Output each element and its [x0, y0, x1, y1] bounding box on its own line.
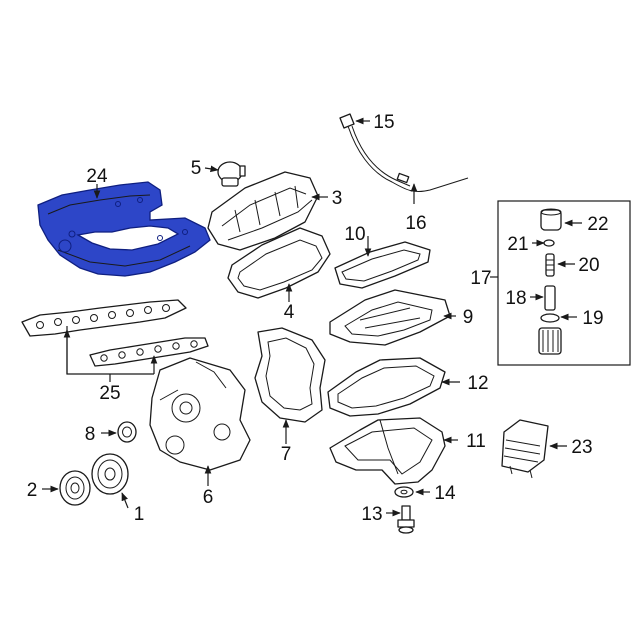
part-7-gasket[interactable] [254, 327, 326, 423]
callout-19: 19 [582, 308, 603, 329]
callout-5: 5 [191, 158, 202, 179]
callout-17: 17 [470, 268, 491, 289]
callout-16: 16 [405, 213, 426, 234]
part-17-kit-box [497, 200, 631, 366]
callout-14: 14 [434, 483, 456, 504]
part-19-seal[interactable] [540, 313, 560, 323]
part-17-filter[interactable] [538, 327, 562, 355]
callout-22: 22 [587, 214, 608, 235]
callout-25: 25 [99, 383, 120, 404]
callout-18: 18 [505, 288, 526, 309]
callout-13: 13 [361, 504, 382, 525]
part-4-gasket[interactable] [227, 227, 331, 299]
part-10-gasket[interactable] [334, 241, 431, 289]
part-15-dipstick[interactable] [339, 113, 355, 129]
callout-1: 1 [134, 504, 145, 525]
callout-2: 2 [27, 480, 38, 501]
part-23-oil-cooler[interactable] [501, 419, 549, 479]
callout-4: 4 [284, 302, 295, 323]
part-25-gaskets[interactable] [21, 299, 209, 367]
callout-8: 8 [85, 424, 96, 445]
leader-lines [42, 117, 582, 517]
part-8-seal[interactable] [117, 421, 137, 443]
callout-7: 7 [281, 444, 292, 465]
part-11-oil-pan[interactable] [329, 417, 446, 485]
part-22-filter-cap[interactable] [540, 208, 562, 231]
part-24-bedplate[interactable] [37, 181, 211, 277]
part-20-stem[interactable] [545, 253, 555, 277]
part-6-timing-cover[interactable] [149, 357, 251, 471]
callout-3: 3 [332, 188, 343, 209]
part-2-damper[interactable] [59, 470, 91, 506]
callout-24: 24 [86, 166, 108, 187]
part-5-sensor[interactable] [217, 161, 246, 187]
part-1-pulley[interactable] [91, 453, 129, 495]
callout-6: 6 [203, 487, 214, 508]
callout-15: 15 [373, 112, 394, 133]
part-16-dipstick-tube[interactable] [347, 125, 469, 193]
callout-11: 11 [466, 431, 486, 452]
part-12-gasket[interactable] [327, 357, 446, 417]
part-14-washer[interactable] [394, 486, 414, 498]
callout-23: 23 [571, 437, 592, 458]
part-3-valve-cover[interactable] [207, 171, 319, 251]
callout-9: 9 [463, 307, 474, 328]
part-13-drain-bolt[interactable] [397, 505, 415, 534]
callout-20: 20 [578, 255, 599, 276]
callout-10: 10 [344, 224, 365, 245]
callout-21: 21 [507, 234, 528, 255]
callout-12: 12 [467, 373, 488, 394]
part-21-o-ring[interactable] [543, 239, 555, 247]
part-9-plate[interactable] [329, 289, 451, 346]
part-18-element[interactable] [544, 285, 556, 311]
